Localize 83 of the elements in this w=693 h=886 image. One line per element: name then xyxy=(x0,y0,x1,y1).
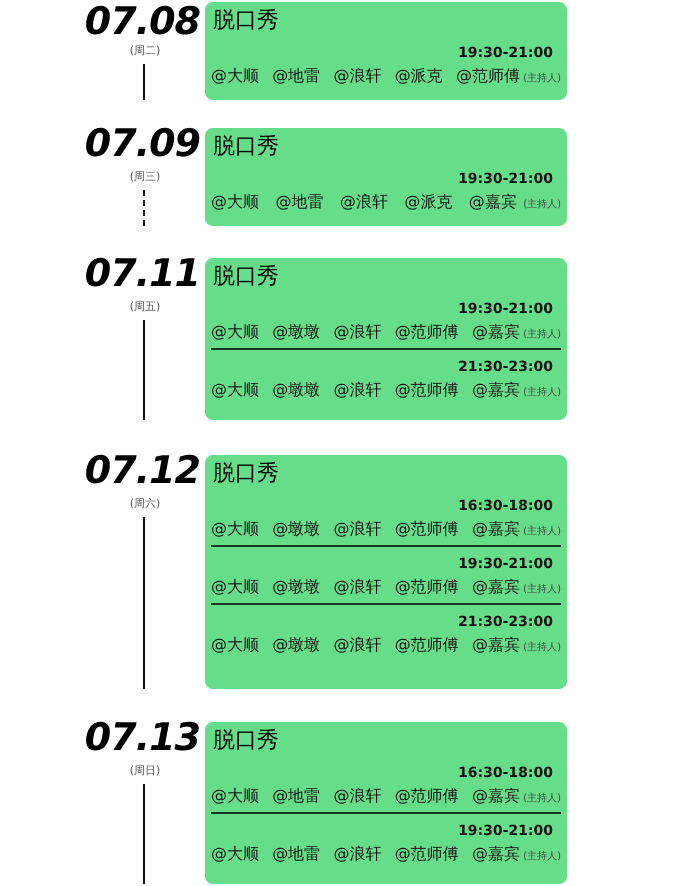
performer-name: @大顺 xyxy=(211,576,259,598)
performer-name: @范师傅 xyxy=(394,634,459,656)
weekday-label: (周三) xyxy=(128,170,162,184)
event-card xyxy=(205,258,567,420)
weekday-label: (周二) xyxy=(128,44,162,58)
performer-name: @范师傅 xyxy=(394,843,459,865)
performer-name: @地雷 xyxy=(272,785,320,807)
performer-name: @大顺 xyxy=(211,634,259,656)
performer-name: @浪轩 xyxy=(333,634,382,656)
performer-name: @大顺 xyxy=(211,65,259,87)
event-card xyxy=(205,722,567,884)
performer-name: @浪轩 xyxy=(333,785,382,807)
performer-name: @范师傅 xyxy=(394,785,459,807)
time-range: 16:30-18:00 xyxy=(458,765,553,781)
performer-name: @范师傅 xyxy=(394,576,459,598)
date-label: 07.13 xyxy=(84,716,200,758)
weekday-label: (周五) xyxy=(128,300,162,314)
time-range: 19:30-21:00 xyxy=(458,171,553,187)
performer-name: @浪轩 xyxy=(333,843,382,865)
performer-name: @浪轩 xyxy=(333,518,382,540)
performer-name: @大顺 xyxy=(211,785,259,807)
performer-name: @嘉宾 xyxy=(472,518,520,540)
event-card xyxy=(205,2,567,100)
host-note: (主持人) xyxy=(523,640,561,654)
host-note: (主持人) xyxy=(523,582,561,596)
performer-name: @嘉宾 xyxy=(472,634,520,656)
performer-name: @大顺 xyxy=(211,518,259,540)
time-range: 21:30-23:00 xyxy=(458,359,553,375)
time-range: 16:30-18:00 xyxy=(458,498,553,514)
date-label: 07.11 xyxy=(84,252,200,294)
performer-name: @大顺 xyxy=(211,191,259,213)
time-range: 21:30-23:00 xyxy=(458,614,553,630)
performer-name: @嘉宾 xyxy=(472,785,520,807)
event-card xyxy=(205,455,567,689)
performer-name: @地雷 xyxy=(275,191,324,213)
performer-name: @地雷 xyxy=(272,843,320,865)
weekday-label: (周六) xyxy=(128,497,162,511)
performer-name: @大顺 xyxy=(211,843,259,865)
performer-name: @派克 xyxy=(404,191,452,213)
host-note: (主持人) xyxy=(523,328,561,341)
performer-name: @范师傅 xyxy=(456,65,520,87)
host-note: (主持人) xyxy=(523,72,561,85)
host-note: (主持人) xyxy=(523,386,561,399)
performer-name: @浪轩 xyxy=(340,191,388,213)
performer-name: @浪轩 xyxy=(333,321,382,343)
time-range: 19:30-21:00 xyxy=(458,301,553,317)
performer-name: @派克 xyxy=(394,65,443,87)
performer-name: @嘉宾 xyxy=(472,843,520,865)
event-title: 脱口秀 xyxy=(213,727,279,755)
event-title: 脱口秀 xyxy=(213,7,279,35)
date-label: 07.09 xyxy=(84,122,200,164)
event-title: 脱口秀 xyxy=(213,133,279,161)
host-note: (主持人) xyxy=(523,850,561,863)
time-range: 19:30-21:00 xyxy=(458,45,553,61)
performer-name: @墩墩 xyxy=(272,321,320,343)
performer-name: @范师傅 xyxy=(394,321,459,343)
performer-name: @墩墩 xyxy=(272,576,320,598)
performer-name: @嘉宾 xyxy=(472,379,520,401)
weekday-label: (周日) xyxy=(128,764,162,778)
performer-name: @范师傅 xyxy=(394,379,459,401)
host-note: (主持人) xyxy=(523,198,561,211)
time-range: 19:30-21:00 xyxy=(458,823,553,839)
time-range: 19:30-21:00 xyxy=(458,556,553,572)
performer-name: @浪轩 xyxy=(333,65,382,87)
performer-name: @墩墩 xyxy=(272,634,320,656)
performer-name: @大顺 xyxy=(211,321,259,343)
date-label: 07.08 xyxy=(84,0,200,42)
performer-name: @浪轩 xyxy=(333,379,382,401)
date-label: 07.12 xyxy=(84,449,200,491)
event-card xyxy=(205,128,567,226)
performer-name: @浪轩 xyxy=(333,576,382,598)
event-title: 脱口秀 xyxy=(213,263,279,291)
performer-name: @地雷 xyxy=(272,65,320,87)
performer-name: @大顺 xyxy=(211,379,259,401)
event-title: 脱口秀 xyxy=(213,460,279,488)
host-note: (主持人) xyxy=(523,524,561,538)
host-note: (主持人) xyxy=(523,792,561,805)
performer-name: @嘉宾 xyxy=(472,321,520,343)
performer-name: @墩墩 xyxy=(272,379,320,401)
performer-name: @墩墩 xyxy=(272,518,320,540)
performer-name: @嘉宾 xyxy=(472,576,520,598)
performer-name: @嘉宾 xyxy=(468,191,517,213)
performer-name: @范师傅 xyxy=(394,518,459,540)
